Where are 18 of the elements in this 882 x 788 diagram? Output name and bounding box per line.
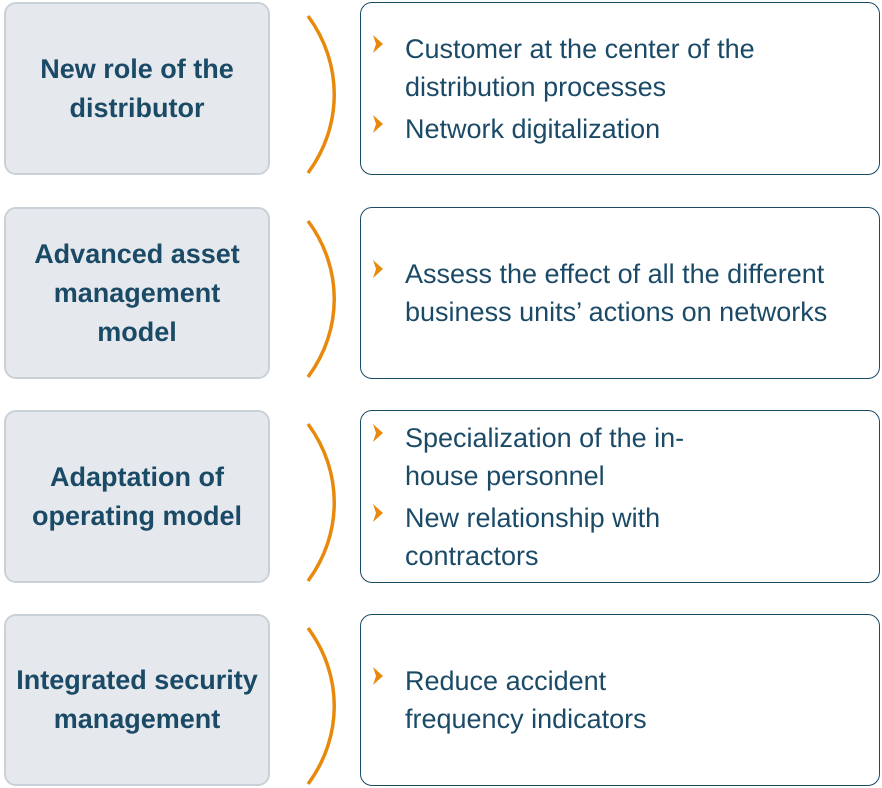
detail-box [360, 614, 880, 786]
detail-box [360, 410, 880, 583]
topic-box [4, 2, 270, 175]
topic-title: New role of the distributor [39, 52, 235, 124]
bullet-text: Customer at the center of the distribution processes [405, 32, 756, 104]
bullet-text: New relationship with contractors [405, 502, 662, 572]
bullet-text: Reduce accident frequency indicators [405, 665, 648, 736]
topic-title: Integrated security management [15, 664, 259, 736]
topic-title: Adaptation of operating model [30, 460, 243, 533]
detail-box [360, 207, 880, 379]
topic-box [4, 614, 270, 786]
topic-box [4, 410, 270, 583]
topic-title: Advanced asset management model [33, 238, 241, 348]
bullet-text: Network digitalization [405, 112, 662, 146]
bullet-text: Assess the effect of all the different business units’ actions on networks [405, 258, 828, 329]
topic-box [4, 207, 270, 379]
bullet-text: Specialization of the in-house personnel [405, 422, 686, 493]
detail-box [360, 2, 880, 175]
